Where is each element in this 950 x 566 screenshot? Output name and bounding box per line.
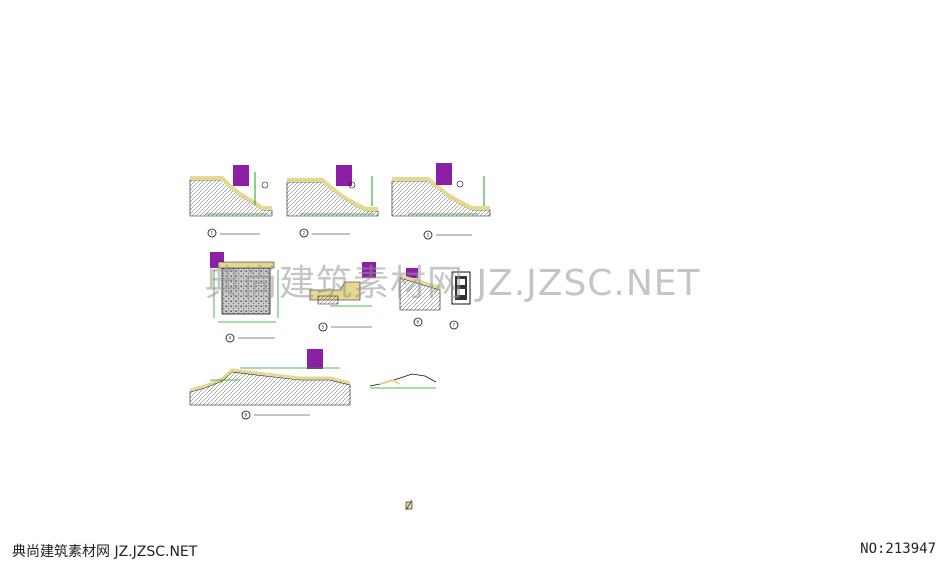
detail-number: 3 [427,233,430,238]
edge-detail: 5 [309,262,376,332]
detail-number: 2 [303,231,306,236]
detail-number: 5 [322,325,325,330]
foundation-detail: 4 [210,252,279,343]
small-profile [369,373,437,389]
stray-mark [405,499,413,511]
stair-section-2: 2 [286,165,379,238]
detail-number: 8 [245,413,248,418]
detail-number: 7 [453,323,456,328]
detail-number: 6 [417,320,420,325]
path-long-section: 8 [189,349,351,420]
stair-section-3: 3 [391,163,491,240]
detail-number: 1 [211,231,214,236]
footer-site-label: 典尚建筑素材网 JZ.JZSC.NET [12,544,198,560]
detail-number: 4 [229,336,232,341]
footer-id-label: NO:213947 [860,541,936,557]
slope-detail: 6 [399,268,443,327]
plan-detail: 7 [449,271,471,330]
stair-section-1: 1 [189,165,273,238]
